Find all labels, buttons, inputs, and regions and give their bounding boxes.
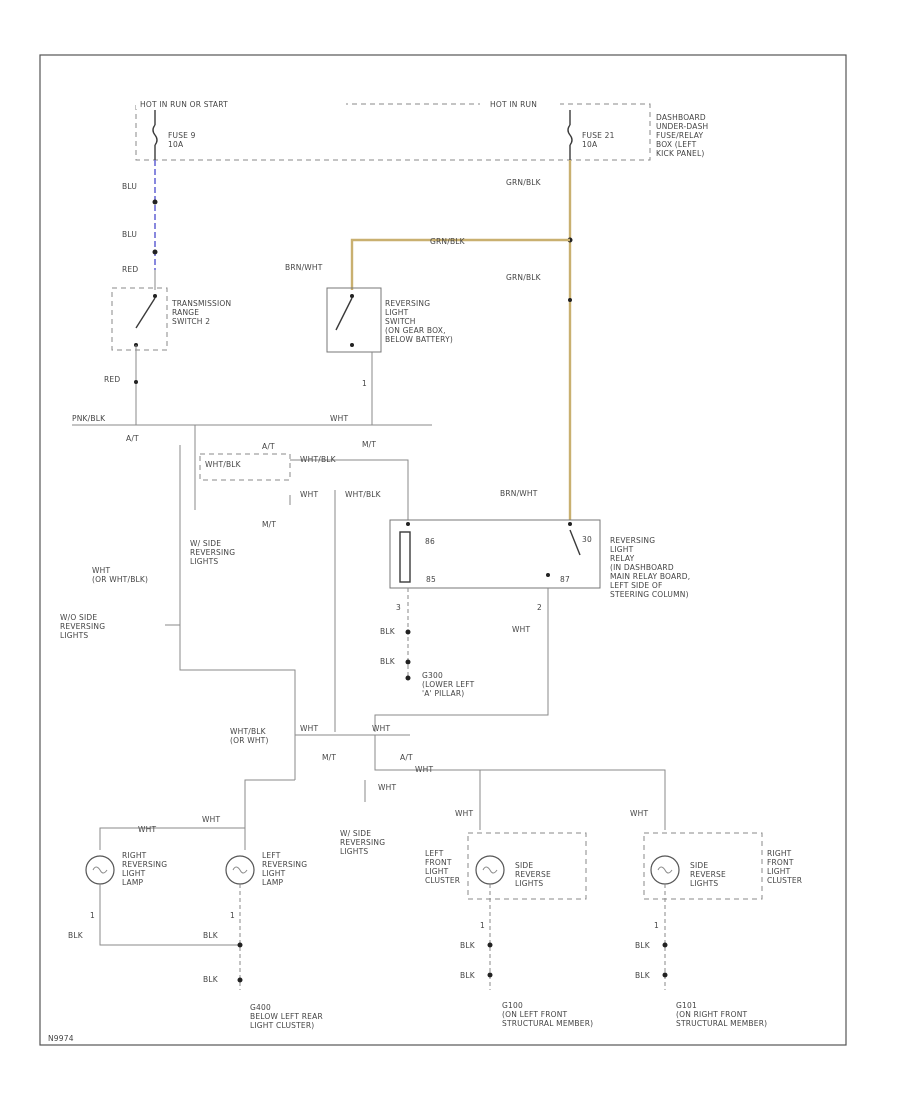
- blk-label-9: BLK: [635, 971, 651, 980]
- at-label-3: A/T: [400, 753, 413, 762]
- blk-label-4: BLK: [203, 931, 219, 940]
- blu-label-1: BLU: [122, 182, 137, 191]
- blk-label-5: BLK: [203, 975, 219, 984]
- pnk-blk-label: PNK/BLK: [72, 414, 106, 423]
- svg-text:86: 86: [425, 537, 435, 546]
- grn-blk-label-2: GRN/BLK: [430, 237, 466, 246]
- grn-blk-label-1: GRN/BLK: [506, 178, 542, 187]
- red-label-2: RED: [104, 375, 120, 384]
- svg-text:85: 85: [426, 575, 436, 584]
- wht-or-whtblk-label: WHT(OR WHT/BLK): [92, 566, 148, 584]
- diagram-frame: [39, 54, 847, 1046]
- svg-text:30: 30: [582, 535, 592, 544]
- wht-blk-label-1: WHT/BLK: [205, 460, 242, 469]
- reversing-light-relay: 86 85 30 87: [389, 519, 601, 589]
- blk-label-7: BLK: [460, 971, 476, 980]
- wht-label-5: WHT: [372, 724, 390, 733]
- pin-2-label: 2: [537, 603, 542, 612]
- svg-text:1: 1: [654, 921, 659, 930]
- svg-text:1: 1: [230, 911, 235, 920]
- wht-label-11: WHT: [630, 809, 648, 818]
- brn-wht-label-2: BRN/WHT: [500, 489, 538, 498]
- hot-in-run-label: HOT IN RUN: [490, 100, 537, 109]
- blk-label-2: BLK: [380, 657, 396, 666]
- footer-code: N9974: [48, 1034, 74, 1043]
- wht-label-10: WHT: [455, 809, 473, 818]
- wire-grn-blk-horizontal: [350, 238, 570, 290]
- g300-label: G300(LOWER LEFT'A' PILLAR): [422, 671, 475, 698]
- wht-label-6: WHT: [415, 765, 433, 774]
- wht-blk-orwht-label: WHT/BLK(OR WHT): [230, 727, 269, 745]
- svg-text:1: 1: [480, 921, 485, 930]
- blu-label-2: BLU: [122, 230, 137, 239]
- red-label-1: RED: [122, 265, 138, 274]
- at-label-1: A/T: [126, 434, 139, 443]
- brn-wht-label-1: BRN/WHT: [285, 263, 323, 272]
- svg-text:1: 1: [90, 911, 95, 920]
- at-label-2: A/T: [262, 442, 275, 451]
- blk-label-3: BLK: [68, 931, 84, 940]
- wht-blk-label-2: WHT/BLK: [300, 455, 337, 464]
- wht-label-2: WHT: [300, 490, 318, 499]
- svg-text:87: 87: [560, 575, 570, 584]
- wht-label-4: WHT: [300, 724, 318, 733]
- mt-label-1: M/T: [262, 520, 276, 529]
- hot-run-start-label: HOT IN RUN OR START: [140, 100, 228, 109]
- wht-label-8: WHT: [138, 825, 156, 834]
- blk-label-8: BLK: [635, 941, 651, 950]
- wht-label-3: WHT: [512, 625, 530, 634]
- blk-label-6: BLK: [460, 941, 476, 950]
- wht-label-7: WHT: [378, 783, 396, 792]
- pin-3-label: 3: [396, 603, 401, 612]
- wht-label-9: WHT: [202, 815, 220, 824]
- wht-label-1: WHT: [330, 414, 348, 423]
- wht-blk-label-3: WHT/BLK: [345, 490, 382, 499]
- pin-1-label: 1: [362, 379, 367, 388]
- blk-label-1: BLK: [380, 627, 396, 636]
- fuse-box-outline: [135, 103, 651, 161]
- mt-label-2: M/T: [362, 440, 376, 449]
- mt-label-3: M/T: [322, 753, 336, 762]
- grn-blk-label-3: GRN/BLK: [506, 273, 542, 282]
